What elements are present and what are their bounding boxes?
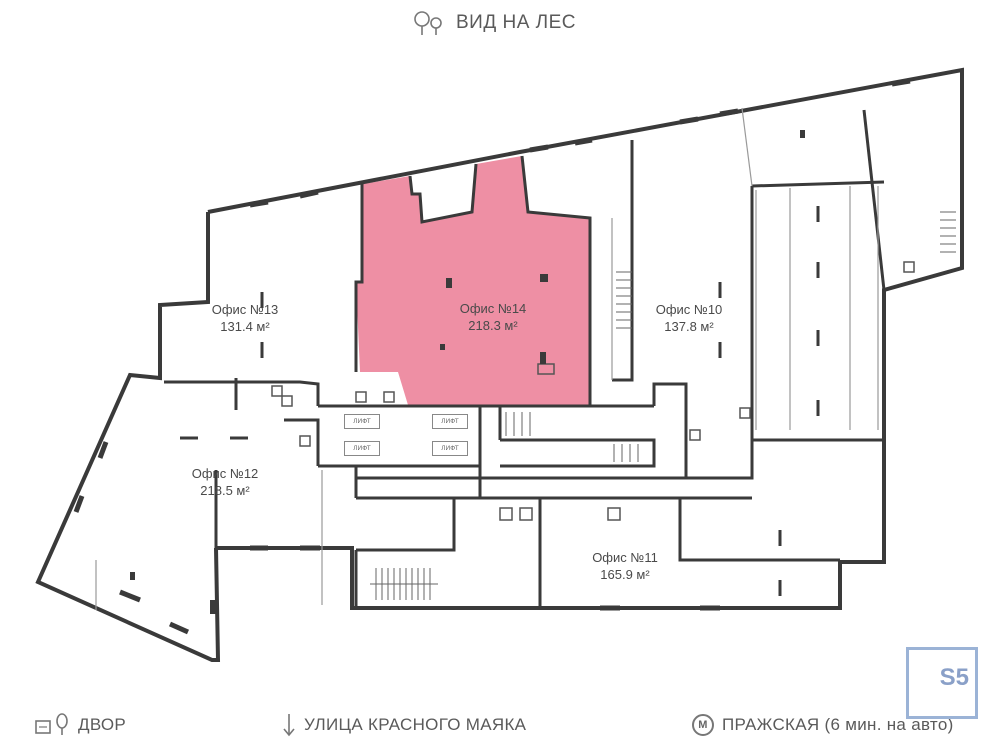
metro-legend: M ПРАЖСКАЯ (6 мин. на авто) bbox=[692, 710, 954, 740]
street-legend: УЛИЦА КРАСНОГО МАЯКА bbox=[282, 710, 526, 740]
logo-text: S5 bbox=[939, 664, 969, 691]
view-direction-text: ВИД НА ЛЕС bbox=[456, 12, 577, 33]
stair-north bbox=[616, 211, 956, 329]
office-name: Офис №14 bbox=[459, 301, 527, 316]
arrow-down-icon bbox=[283, 714, 295, 737]
street-text: УЛИЦА КРАСНОГО МАЯКА bbox=[304, 715, 527, 734]
office-12-label[interactable]: Офис №12 218.5 м² bbox=[180, 465, 270, 499]
office-area: 218.5 м² bbox=[200, 483, 250, 498]
yard-legend: ДВОР bbox=[34, 710, 126, 740]
yard-icon bbox=[35, 713, 68, 735]
office-name: Офис №10 bbox=[655, 302, 723, 317]
office-14-label[interactable]: Офис №14 218.3 м² bbox=[448, 300, 538, 334]
tree-icon bbox=[414, 11, 442, 35]
office-area: 165.9 м² bbox=[600, 567, 650, 582]
elevator-label: ЛИФТ bbox=[344, 441, 380, 456]
elevator-label: ЛИФТ bbox=[432, 441, 468, 456]
office-area: 218.3 м² bbox=[468, 318, 518, 333]
metro-text: ПРАЖСКАЯ (6 мин. на авто) bbox=[722, 715, 954, 734]
stair-south bbox=[370, 568, 438, 600]
west-wall bbox=[35, 212, 221, 662]
s5-logo: S5 bbox=[906, 647, 978, 719]
office-name: Офис №12 bbox=[191, 466, 259, 481]
office-11-label[interactable]: Офис №11 165.9 м² bbox=[580, 549, 670, 583]
office-10-label[interactable]: Офис №10 137.8 м² bbox=[644, 301, 734, 335]
office-13-label[interactable]: Офис №13 131.4 м² bbox=[200, 301, 290, 335]
office-14-area[interactable] bbox=[356, 156, 590, 405]
stair-center bbox=[505, 412, 639, 462]
office-name: Офис №11 bbox=[592, 550, 658, 565]
metro-icon: M bbox=[692, 714, 714, 736]
elevator-label: ЛИФТ bbox=[432, 414, 468, 429]
office-area: 137.8 м² bbox=[664, 319, 714, 334]
office-name: Офис №13 bbox=[211, 302, 279, 317]
south-wall bbox=[216, 430, 886, 610]
north-facade-wall bbox=[207, 67, 964, 430]
yard-text: ДВОР bbox=[78, 715, 127, 734]
view-direction-label: ВИД НА ЛЕС bbox=[412, 8, 576, 38]
elevator-label: ЛИФТ bbox=[344, 414, 380, 429]
office-area: 131.4 м² bbox=[220, 319, 270, 334]
